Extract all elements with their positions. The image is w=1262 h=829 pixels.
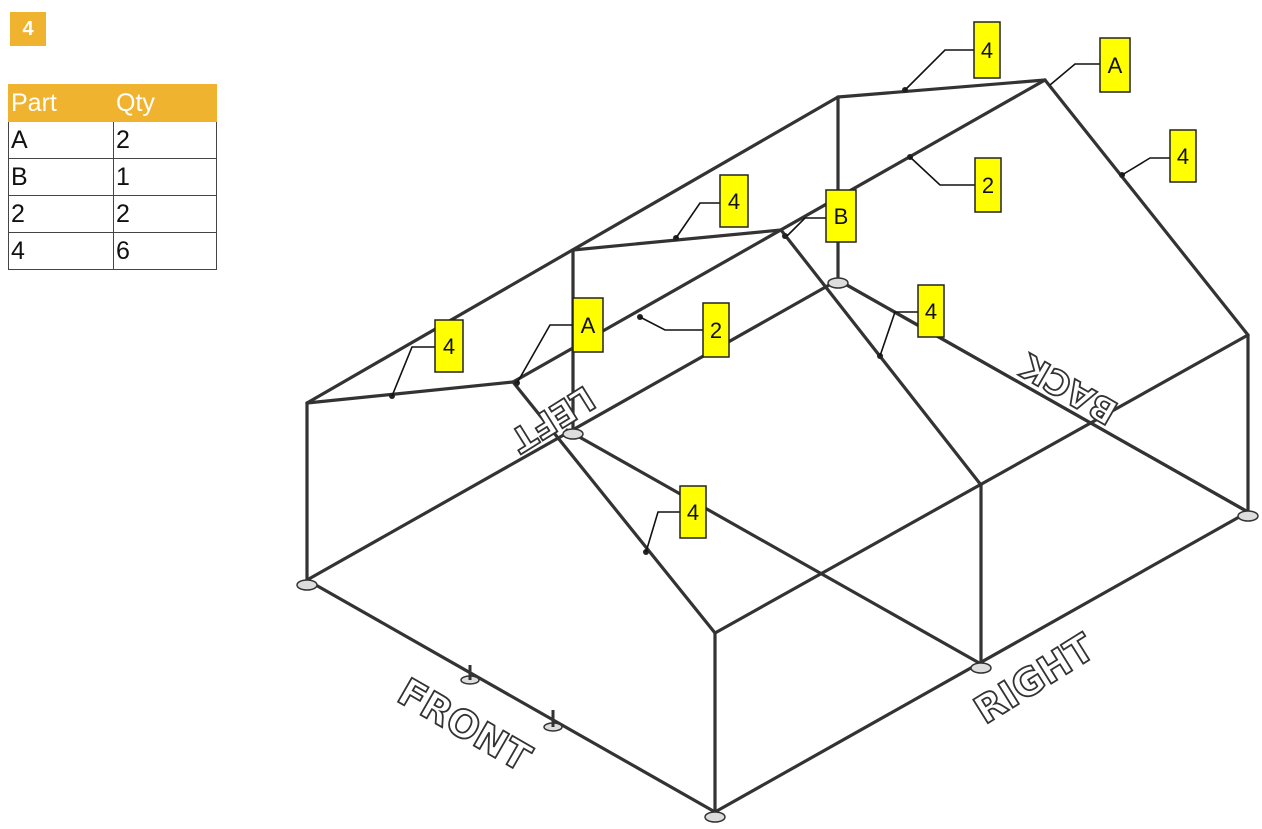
table-row: 2 2 (8, 195, 217, 233)
stakes (468, 665, 555, 727)
svg-text:A: A (1108, 53, 1123, 78)
table-row: B 1 (8, 158, 217, 196)
table-row: A 2 (8, 121, 217, 159)
label-front: FRONT (391, 670, 539, 781)
svg-text:4: 4 (687, 500, 699, 525)
svg-text:A: A (581, 313, 596, 338)
svg-text:4: 4 (925, 299, 937, 324)
svg-text:4: 4 (443, 334, 455, 359)
table-cell-qty: 6 (113, 232, 217, 270)
callout-4-left: 4 (434, 319, 464, 373)
callout-4-center: 4 (917, 284, 945, 338)
label-right: RIGHT (966, 625, 1102, 732)
callout-a-top: A (1099, 37, 1131, 93)
table-row: 4 6 (8, 232, 217, 270)
step-number-badge: 4 (10, 12, 46, 46)
callout-a-front: A (572, 297, 604, 353)
callout-b: B (825, 189, 857, 243)
parts-table: Part Qty A 2 B 1 2 2 4 6 (8, 84, 217, 270)
column-header-part: Part (8, 84, 114, 122)
callouts: 4 A 4 2 4 B 4 A (434, 21, 1197, 539)
label-back: BACK (1013, 345, 1124, 432)
svg-text:2: 2 (982, 173, 994, 198)
table-cell-part: 2 (8, 195, 114, 233)
callout-leaders (391, 49, 1170, 553)
callout-4-mid: 4 (719, 174, 749, 228)
table-cell-qty: 1 (113, 158, 217, 196)
callout-4-right: 4 (1169, 129, 1197, 183)
svg-text:4: 4 (981, 38, 993, 63)
callout-2-back: 2 (974, 157, 1002, 213)
callout-4-top: 4 (973, 21, 1001, 79)
table-cell-part: B (8, 158, 114, 196)
svg-text:B: B (834, 204, 849, 229)
label-left: LEFT (502, 377, 601, 460)
svg-text:4: 4 (1177, 144, 1189, 169)
table-cell-qty: 2 (113, 121, 217, 159)
svg-text:4: 4 (728, 189, 740, 214)
table-cell-qty: 2 (113, 195, 217, 233)
pole-joints (389, 87, 1125, 555)
callout-2-front: 2 (702, 302, 730, 358)
table-cell-part: 4 (8, 232, 114, 270)
side-labels: FRONT RIGHT LEFT BACK (390, 344, 1126, 782)
table-header-row: Part Qty (8, 84, 217, 122)
base-plates (296, 277, 1259, 823)
svg-text:2: 2 (710, 318, 722, 343)
callout-4-lower: 4 (679, 485, 707, 539)
